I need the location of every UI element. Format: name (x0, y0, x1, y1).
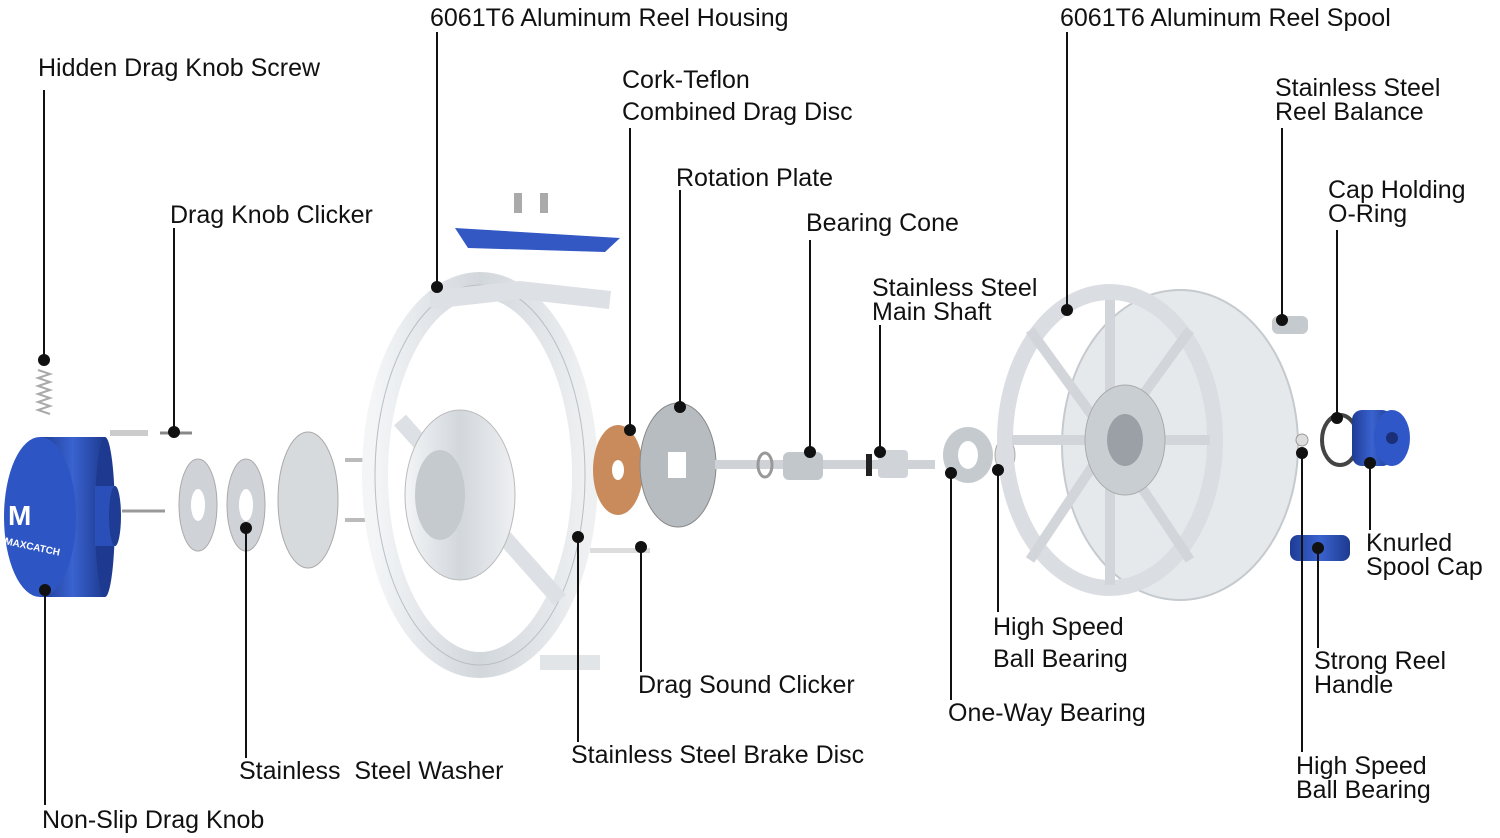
label-line: High Speed (1296, 752, 1427, 780)
label-line: Stainless Steel (872, 274, 1038, 302)
label-line: O-Ring (1328, 200, 1408, 228)
drag-knob-part: M MAXCATCH (3, 437, 165, 597)
reel-spool-part (997, 284, 1299, 601)
label-line: Cork-Teflon (622, 66, 750, 94)
label-line: Combined Drag Disc (622, 98, 853, 126)
label-washer: Stainless Steel Washer (239, 757, 504, 785)
label-hidden-drag-knob-screw: Hidden Drag Knob Screw (38, 54, 321, 82)
maxcatch-logo-mark: M (8, 500, 31, 531)
label-rotation-plate: Rotation Plate (676, 164, 834, 192)
label-drag-knob-clicker: Drag Knob Clicker (170, 201, 373, 229)
label-line: Cap Holding (1328, 176, 1466, 204)
label-bearing-cone: Bearing Cone (806, 209, 959, 237)
label-line: Strong Reel (1314, 647, 1447, 675)
label-brake-disc: Stainless Steel Brake Disc (571, 741, 865, 769)
label-line: Ball Bearing (1296, 776, 1431, 804)
hidden-drag-knob-screw-part (34, 369, 54, 415)
label-drag-knob: Non-Slip Drag Knob (42, 806, 265, 834)
label-line: Spool Cap (1366, 553, 1483, 581)
label-line: Ball Bearing (993, 645, 1128, 673)
label-reel-housing: 6061T6 Aluminum Reel Housing (430, 4, 789, 32)
label-one-way-bearing: One-Way Bearing (948, 699, 1146, 727)
leader-lines (38, 32, 1376, 805)
label-drag-sound-clicker: Drag Sound Clicker (638, 671, 855, 699)
knurled-spool-cap-part (1352, 410, 1410, 466)
label-line: Stainless Steel (1275, 74, 1441, 102)
drag-knob-clicker-part (110, 430, 148, 436)
label-reel-spool: 6061T6 Aluminum Reel Spool (1060, 4, 1391, 32)
washer-parts (178, 431, 370, 569)
reel-housing-part (362, 193, 620, 678)
label-line: Knurled (1366, 529, 1453, 557)
label-line: Main Shaft (872, 298, 992, 326)
label-line: High Speed (993, 613, 1124, 641)
label-line: Handle (1314, 671, 1394, 699)
label-line: Reel Balance (1275, 98, 1424, 126)
main-shaft-part (715, 450, 935, 480)
cork-teflon-disc-part (593, 425, 643, 515)
